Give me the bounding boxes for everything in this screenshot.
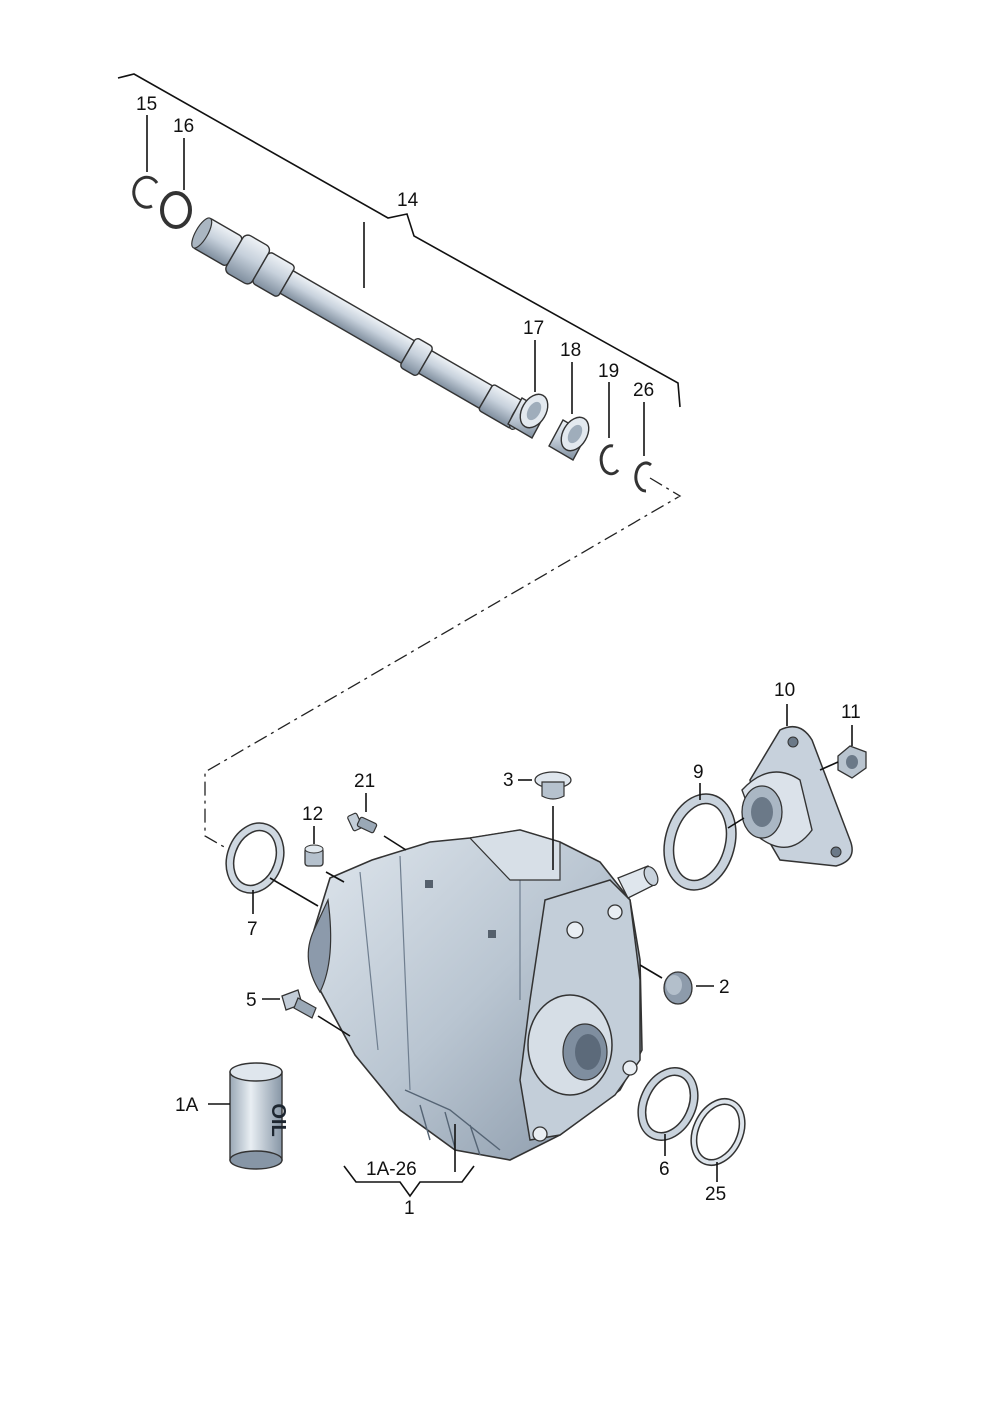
flange-10: [741, 725, 853, 867]
plug-12: [304, 844, 324, 867]
oil-can-logo: OIL: [267, 1103, 289, 1136]
label-1A-26: 1A-26: [366, 1159, 417, 1180]
callout-labels: 15 16 14 17 18 19 26 10 11 9 3 21 12 7 2…: [136, 94, 861, 1219]
label-15: 15: [136, 94, 157, 115]
leader-7b: [269, 877, 319, 907]
label-16: 16: [173, 116, 194, 137]
screw-21: [347, 812, 378, 834]
label-14: 14: [397, 190, 419, 211]
label-26: 26: [633, 380, 654, 401]
leader-12b: [325, 871, 345, 883]
group-bracket-line-14: [117, 73, 681, 408]
label-17: 17: [523, 318, 544, 339]
leader-11b: [819, 761, 839, 771]
label-10: 10: [774, 680, 795, 701]
label-19: 19: [598, 361, 619, 382]
seal-25: [690, 1098, 746, 1166]
transfer-case-housing: [307, 829, 659, 1161]
circlip-15: [132, 175, 159, 209]
leader-2b: [639, 964, 663, 979]
seal-ring-7: [225, 822, 285, 894]
drive-shaft: [191, 217, 529, 430]
label-2: 2: [719, 977, 730, 998]
label-6: 6: [659, 1159, 670, 1180]
oil-can-1A: OIL: [229, 1062, 289, 1170]
plug-2: [663, 971, 693, 1005]
circlip-26: [634, 461, 652, 493]
circlip-19: [599, 444, 620, 476]
label-7: 7: [247, 919, 258, 940]
leader-21b: [383, 835, 407, 851]
label-9: 9: [693, 762, 704, 783]
bolt-5: [281, 989, 317, 1019]
group-bracket-line-1: [343, 1165, 475, 1198]
seal-6: [637, 1067, 699, 1141]
label-25: 25: [705, 1184, 726, 1205]
label-12: 12: [302, 804, 323, 825]
label-1: 1: [404, 1198, 415, 1219]
leader-5b: [317, 1015, 351, 1037]
seal-9: [663, 793, 737, 891]
label-21: 21: [354, 771, 375, 792]
label-1A: 1A: [175, 1095, 199, 1116]
label-3: 3: [503, 770, 514, 791]
label-11: 11: [841, 702, 861, 723]
label-5: 5: [246, 990, 257, 1011]
nut-11: [837, 745, 867, 779]
leader-10b: [727, 817, 745, 829]
bearing-17: [507, 393, 549, 439]
assembly-axis-line: [204, 477, 682, 849]
o-ring-16: [160, 191, 192, 229]
label-18: 18: [560, 340, 581, 361]
plug-3: [534, 771, 572, 800]
bearing-18: [548, 416, 590, 461]
